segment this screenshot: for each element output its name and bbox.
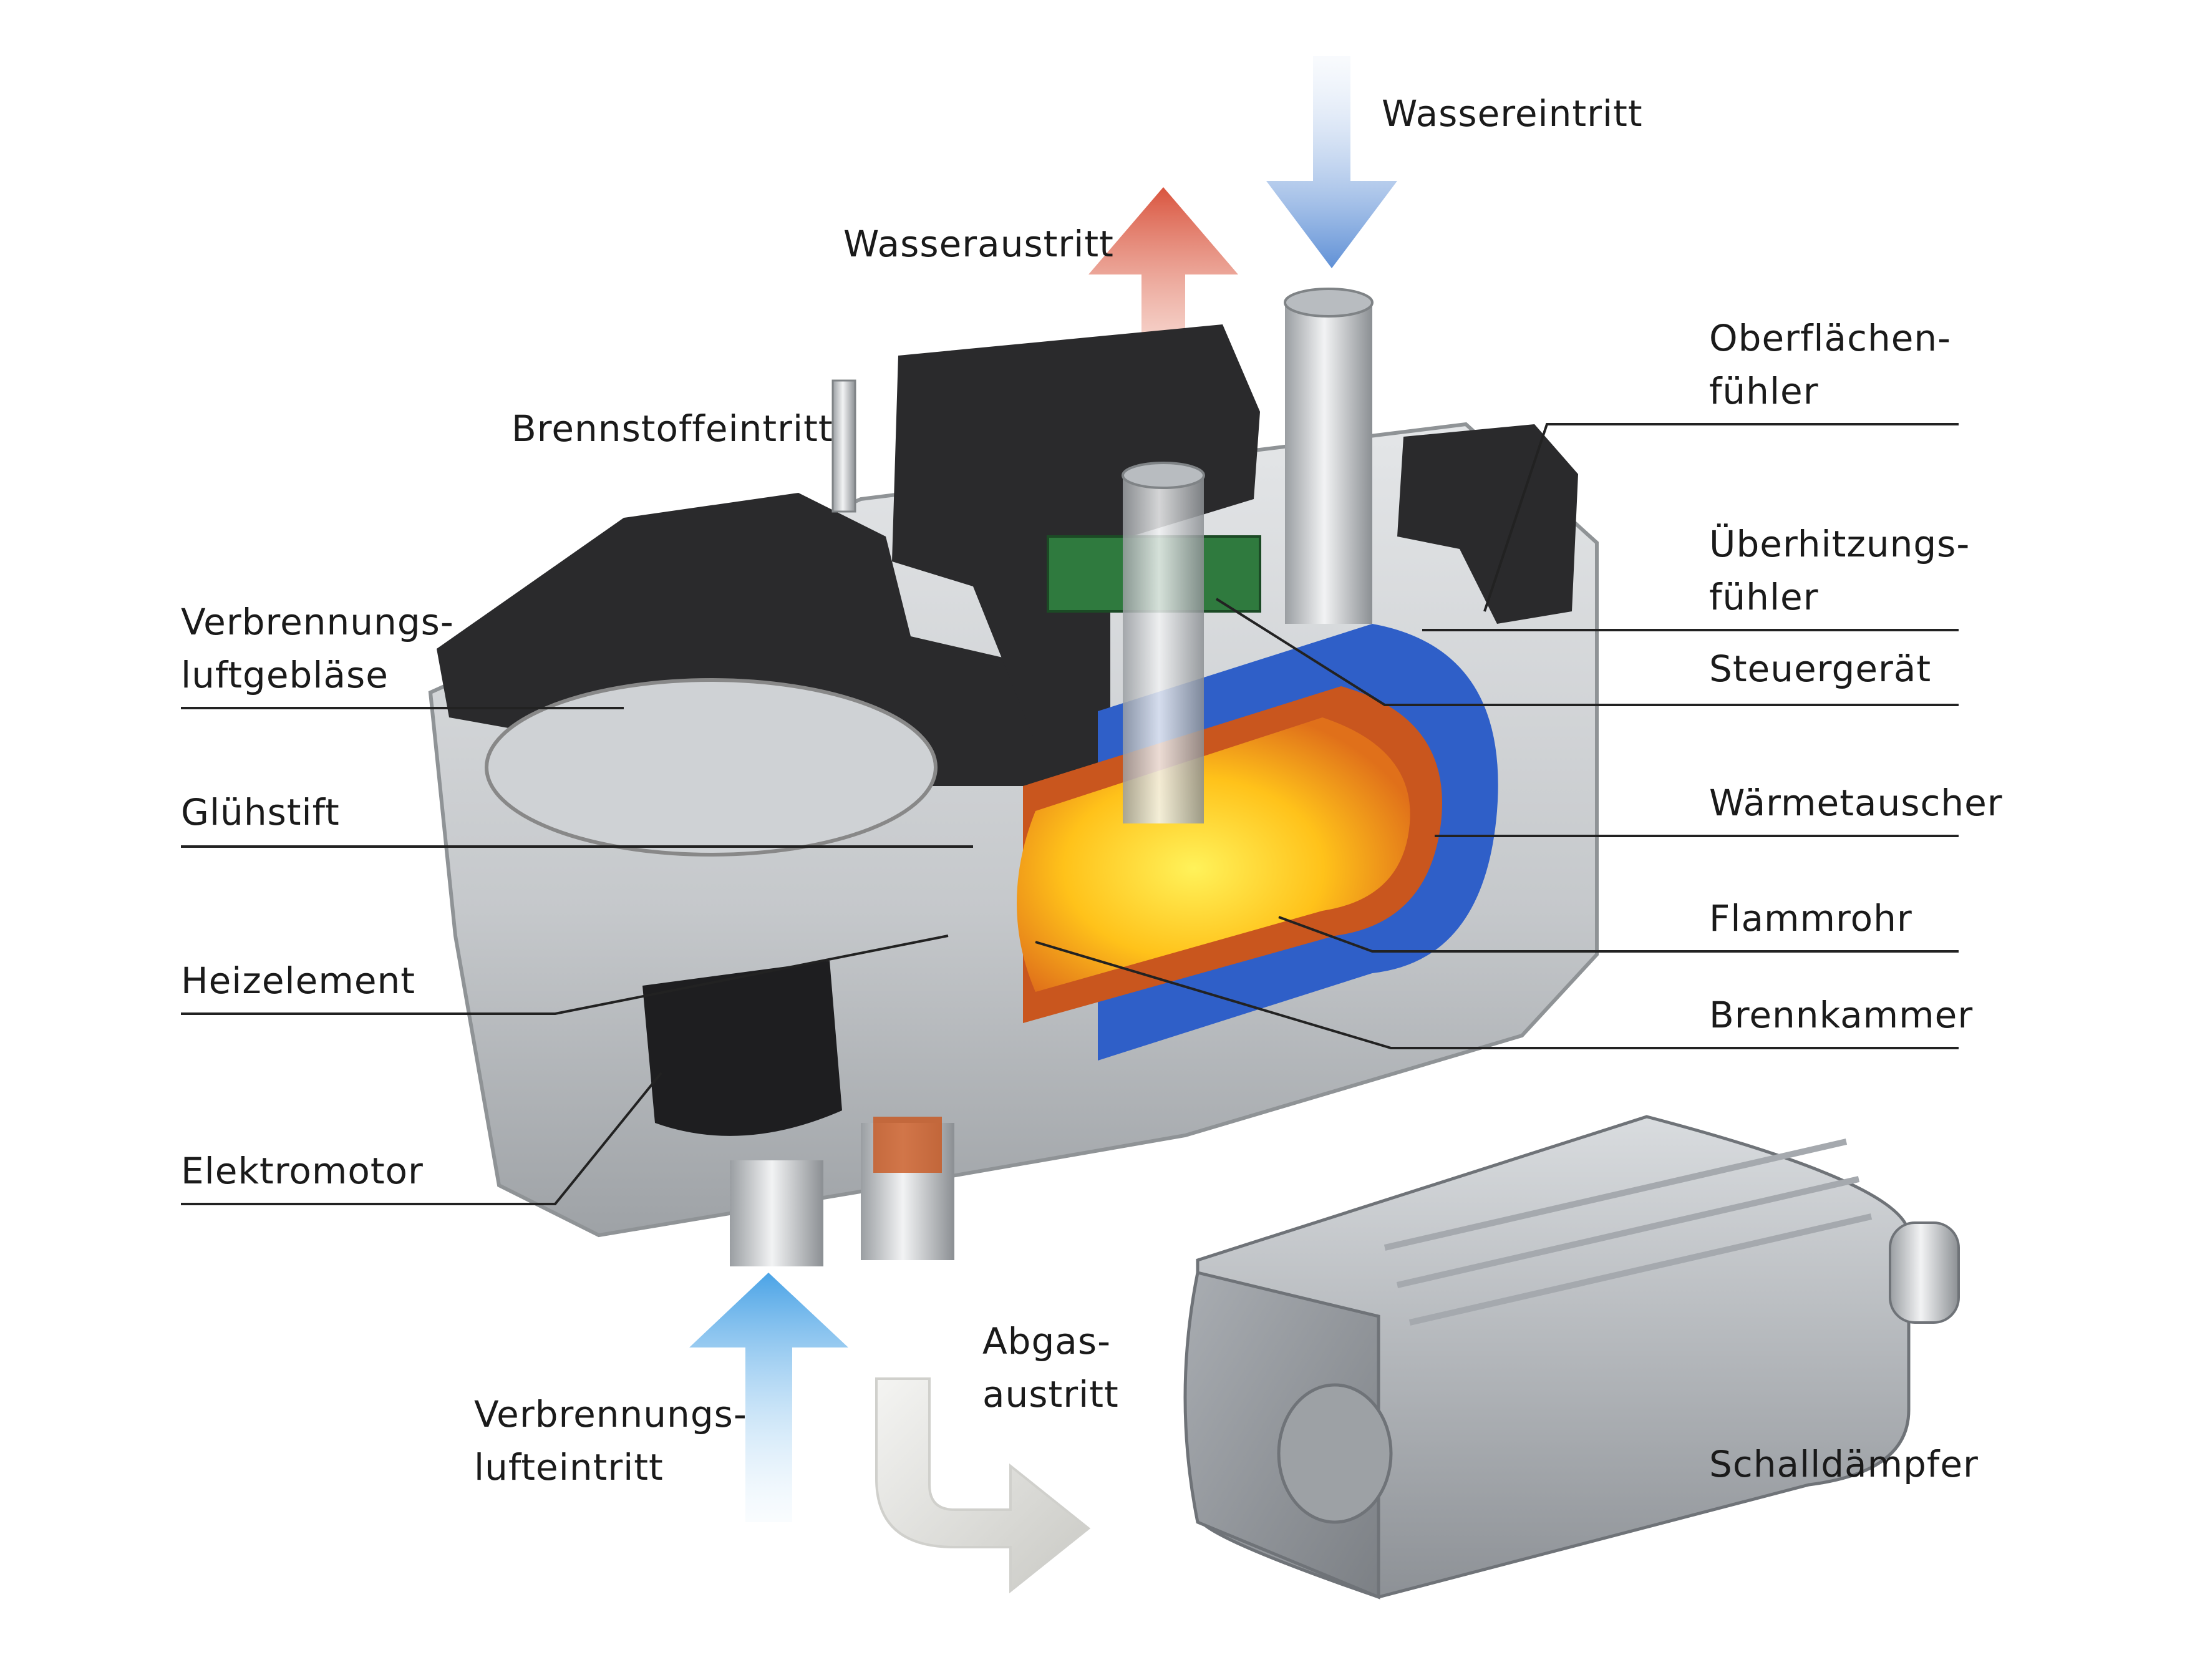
label-wasseraustritt: Wasseraustritt	[843, 218, 1114, 270]
label-wassereintritt: Wassereintritt	[1382, 87, 1643, 140]
electric-motor	[642, 961, 842, 1136]
label-brennkammer: Brennkammer	[1709, 989, 1973, 1041]
label-waermetauscher: Wärmetauscher	[1709, 777, 2003, 829]
label-ueberhitzungsfuehler-line2: fühler	[1709, 571, 1819, 623]
exhaust-pipe-inner	[873, 1117, 942, 1173]
label-steuergeraet: Steuergerät	[1709, 643, 1931, 695]
label-verbrennungsluftgeblaese-line1: Verbrennungs-	[181, 596, 454, 648]
label-elektromotor: Elektromotor	[181, 1145, 424, 1197]
label-gluehstift: Glühstift	[181, 786, 340, 838]
combustion-air-pipe	[730, 1160, 823, 1266]
muffler-outlet-pipe	[1279, 1385, 1391, 1522]
water-outlet-pipe	[1123, 474, 1204, 823]
muffler-inlet-pipe	[1890, 1223, 1959, 1323]
water-inlet-arrow	[1266, 56, 1397, 268]
label-oberflaechenfuehler-line1: Oberflächen-	[1709, 312, 1951, 364]
label-verbrennungsluftgeblaese-line2: luftgebläse	[181, 649, 389, 701]
label-verbrennungslufteintritt-line1: Verbrennungs-	[474, 1388, 747, 1440]
water-inlet-pipe	[1285, 299, 1372, 624]
label-ueberhitzungsfuehler-line1: Überhitzungs-	[1709, 518, 1970, 570]
label-oberflaechenfuehler-line2: fühler	[1709, 365, 1819, 417]
label-abgasaustritt-line1: Abgas-	[982, 1315, 1111, 1367]
blower-fan	[487, 680, 936, 855]
muffler	[1185, 1117, 1959, 1597]
water-inlet-pipe-opening	[1285, 289, 1372, 316]
label-abgasaustritt-line2: austritt	[982, 1368, 1119, 1420]
fuel-inlet-nipple	[833, 381, 855, 512]
label-verbrennungslufteintritt-line2: lufteintritt	[474, 1441, 664, 1493]
label-flammrohr: Flammrohr	[1709, 892, 1912, 944]
water-outlet-pipe-opening	[1123, 463, 1204, 488]
label-heizelement: Heizelement	[181, 954, 415, 1007]
label-schalldaempfer: Schalldämpfer	[1709, 1438, 1979, 1490]
label-brennstoffeintritt: Brennstoffeintritt	[511, 402, 833, 455]
